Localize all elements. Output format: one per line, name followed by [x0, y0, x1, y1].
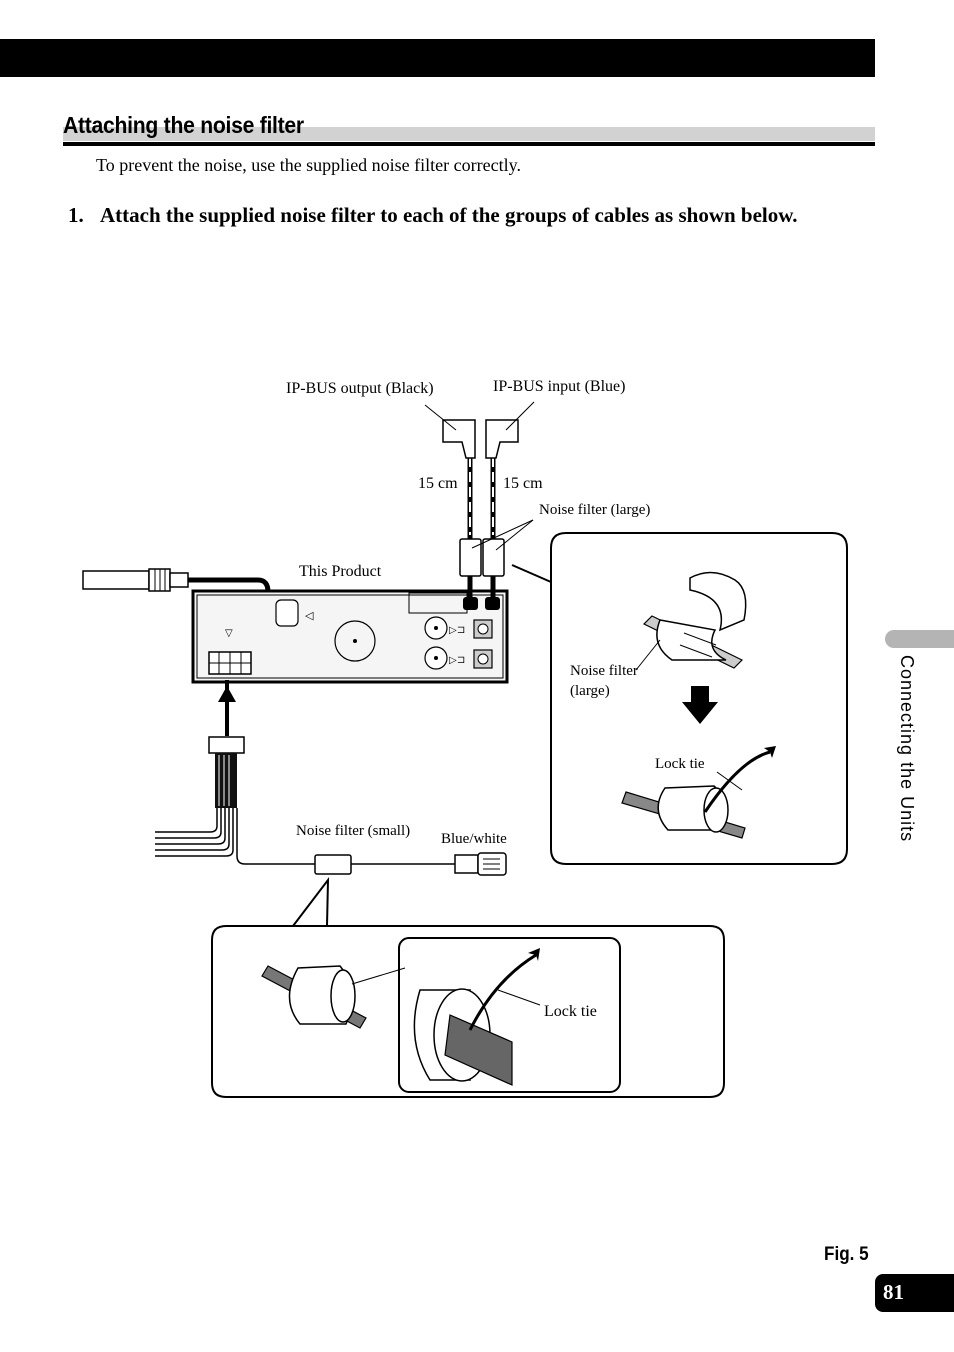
side-tab	[885, 630, 954, 648]
label-noise-filter-large: Noise filter (large)	[539, 502, 650, 518]
open-noise-filter-illustration	[642, 571, 747, 669]
lock-tie-detail-illustration	[413, 948, 540, 1086]
side-section-label: Connecting the Units	[897, 655, 917, 843]
down-arrow-icon	[682, 686, 718, 724]
small-filter-illustration	[261, 965, 406, 1029]
header-bar	[0, 39, 875, 77]
label-ipbus-output: IP-BUS output (Black)	[286, 380, 434, 397]
label-noise-filter-callout-size: (large)	[570, 683, 610, 699]
noise-filter-large-1	[459, 538, 482, 577]
svg-text:▷⊐: ▷⊐	[449, 625, 465, 636]
title-shade	[63, 127, 875, 141]
section-title: Attaching the noise filter	[63, 112, 304, 138]
intro-text: To prevent the noise, use the supplied n…	[96, 155, 521, 175]
label-noise-filter-small: Noise filter (small)	[296, 823, 410, 839]
label-lock-tie-1: Lock tie	[655, 756, 705, 772]
label-this-product: This Product	[299, 563, 382, 580]
figure-label: Fig. 5	[824, 1244, 869, 1265]
page-number: 81	[883, 1280, 904, 1304]
noise-filter-small	[314, 854, 352, 875]
noise-filter-large-2	[482, 538, 505, 577]
svg-text:◁: ◁	[305, 610, 314, 622]
label-length-right: 15 cm	[503, 475, 543, 492]
svg-text:▽: ▽	[225, 628, 233, 639]
title-rule	[63, 142, 875, 146]
callout-box-large-filter	[511, 532, 848, 865]
step-number: 1.	[68, 203, 84, 227]
ipbus-cables	[442, 419, 519, 597]
head-unit-rear: ◁ ▽ ▷⊐ ▷⊐	[191, 589, 509, 684]
label-blue-white: Blue/white	[441, 831, 507, 847]
closed-noise-filter-illustration	[621, 746, 776, 839]
label-noise-filter-callout: Noise filter	[570, 663, 638, 679]
antenna-plug	[82, 568, 189, 592]
step-text: Attach the supplied noise filter to each…	[100, 203, 798, 227]
label-lock-tie-2: Lock tie	[544, 1003, 597, 1020]
page-number-tab	[875, 1274, 954, 1312]
power-harness	[155, 680, 507, 876]
label-ipbus-input: IP-BUS input (Blue)	[493, 378, 625, 395]
svg-text:▷⊐: ▷⊐	[449, 655, 465, 666]
label-length-left: 15 cm	[418, 475, 458, 492]
